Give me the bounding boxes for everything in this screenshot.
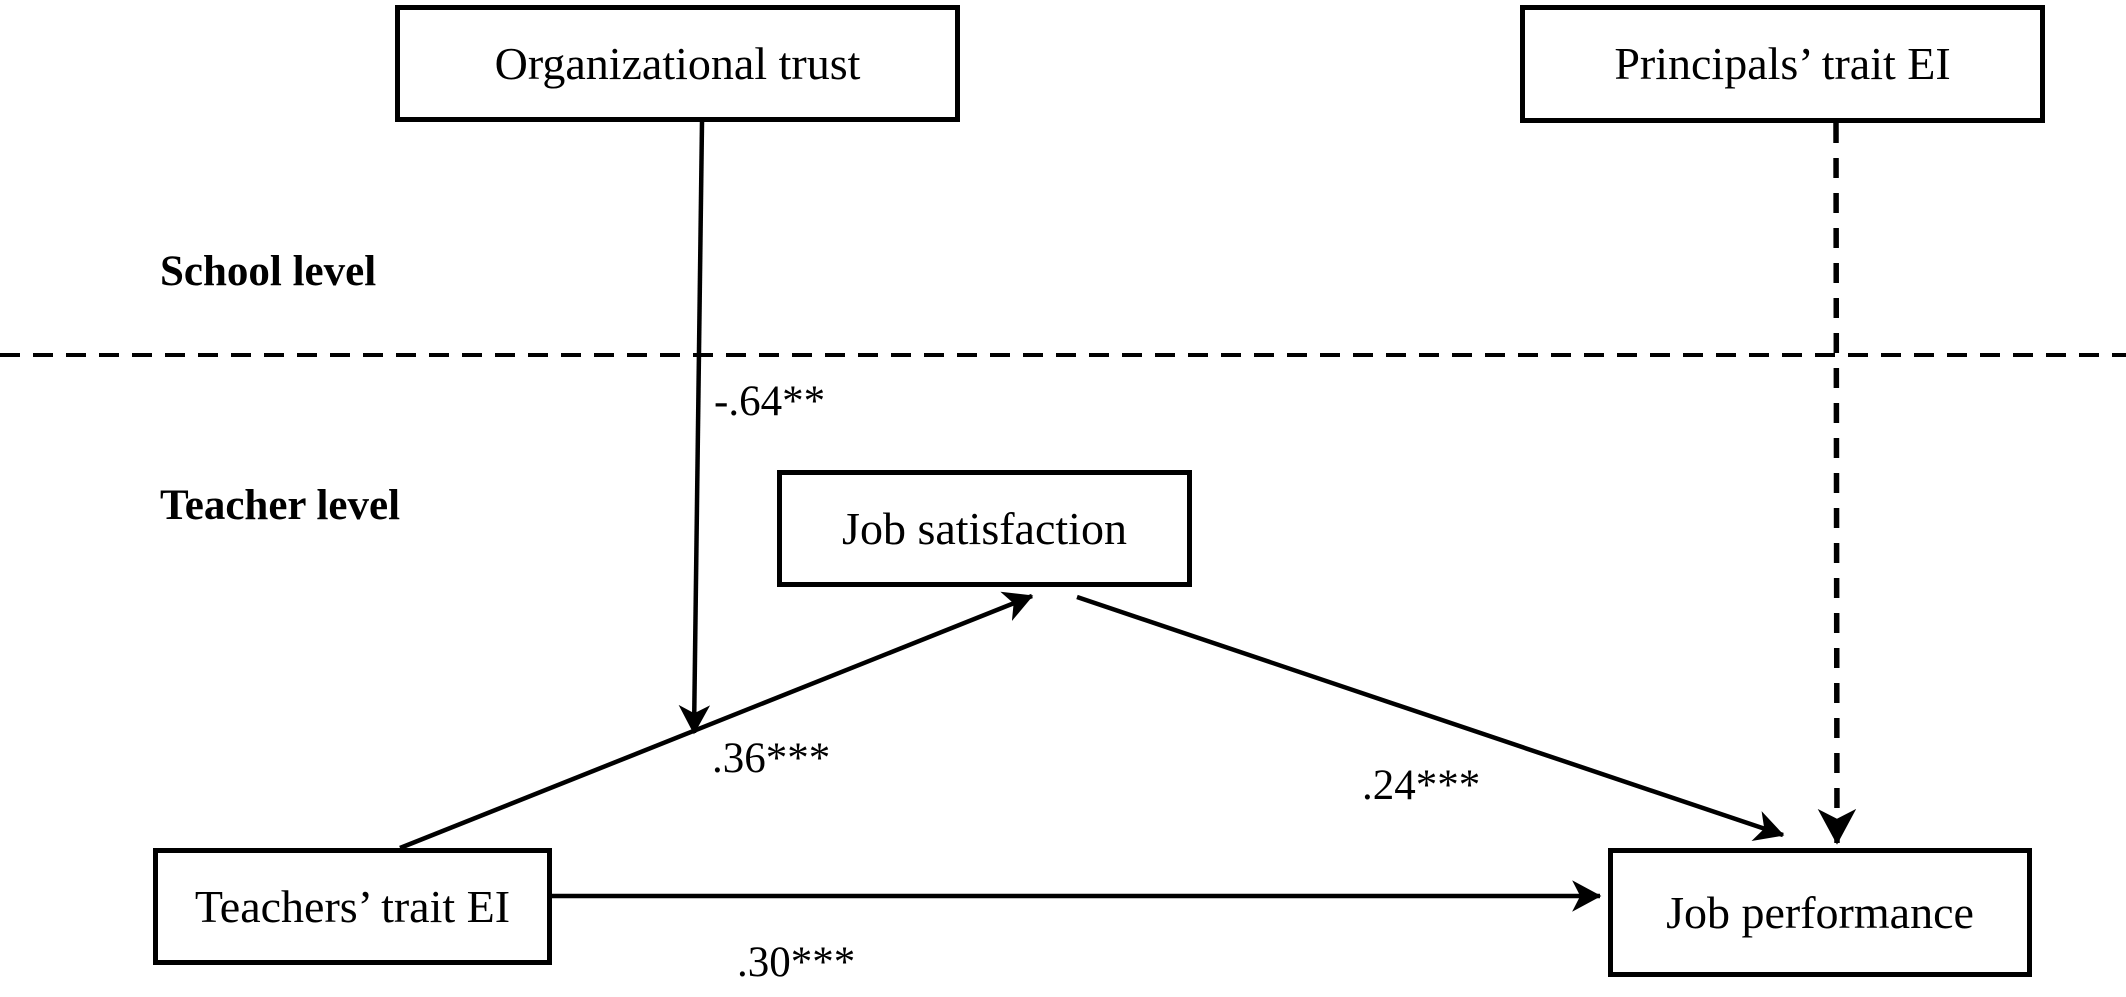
label-teacher-level: Teacher level: [160, 482, 401, 529]
box-principals-trait-ei: Principals’ trait EI: [1520, 5, 2045, 123]
box-teachers-trait-ei: Teachers’ trait EI: [153, 848, 552, 965]
coefficient-trust-to-satisfaction: -.64**: [714, 378, 826, 425]
arrow-trust-to-satisfaction: [678, 121, 711, 735]
box-organizational-trust-label: Organizational trust: [494, 37, 861, 89]
coefficient-satisfaction-to-performance: .24***: [1362, 762, 1481, 809]
box-organizational-trust: Organizational trust: [395, 5, 960, 122]
arrow-satisfaction-to-performance: [1076, 594, 1785, 842]
arrow-teachers-ei-to-satisfaction: [399, 591, 1034, 851]
coefficient-teachers-ei-to-performance: .30***: [737, 939, 856, 986]
arrow-principals-ei-to-performance: [1817, 122, 1857, 845]
box-job-performance: Job performance: [1608, 848, 2032, 977]
box-principals-trait-ei-label: Principals’ trait EI: [1614, 38, 1951, 89]
label-school-level: School level: [160, 248, 377, 295]
box-job-satisfaction-label: Job satisfaction: [842, 502, 1127, 554]
box-job-satisfaction: Job satisfaction: [777, 470, 1192, 587]
coefficient-teachers-ei-to-satisfaction: .36***: [712, 735, 831, 782]
box-teachers-trait-ei-label: Teachers’ trait EI: [194, 880, 511, 932]
box-job-performance-label: Job performance: [1666, 886, 1974, 938]
